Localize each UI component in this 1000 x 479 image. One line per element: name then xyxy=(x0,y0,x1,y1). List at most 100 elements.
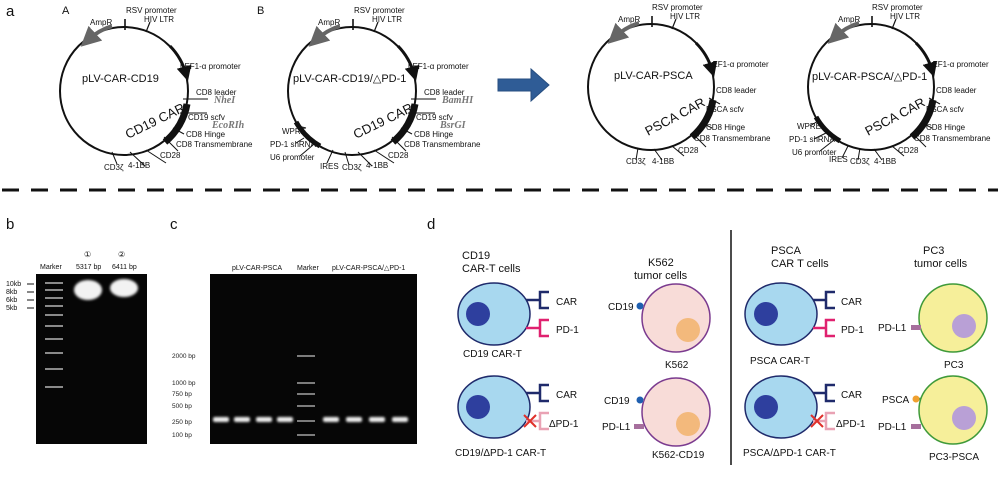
plasmid-map-3: AmpR RSV promoter HIV LTR hEF1-α promote… xyxy=(587,3,771,166)
gel-c-image xyxy=(210,274,417,444)
promoter-arrow xyxy=(168,44,192,82)
label-hiv: HIV LTR xyxy=(144,15,174,24)
gel-b-marker-label: Marker xyxy=(40,264,62,271)
label-cd28: CD28 xyxy=(898,146,919,155)
ampr-arrow xyxy=(827,21,860,44)
promoter-arrow xyxy=(694,41,718,78)
gel-c: pLV-CAR-PSCA Marker pLV-CAR-PSCA/△PD-1 2… xyxy=(172,265,417,444)
title-pc3-2: tumor cells xyxy=(914,258,968,270)
label-hef: hEF1-α promoter xyxy=(180,62,241,71)
gel-c-ladder-100: 100 bp xyxy=(172,432,192,439)
label-hiv: HIV LTR xyxy=(890,12,920,21)
cell-k562 xyxy=(636,283,711,353)
gel-c-bands xyxy=(213,417,408,422)
title-k562-1: K562 xyxy=(648,257,674,269)
label-cd3z: CD3ζ xyxy=(104,163,124,172)
cross-icon xyxy=(523,414,537,428)
label-scfv: CD19 scfv xyxy=(188,113,225,122)
caption-psca-dpd1-cart: PSCA/ΔPD-1 CAR-T xyxy=(743,448,836,459)
gel-b-ladder-10kb: 10kb xyxy=(6,281,21,288)
plasmid-map-1: AmpR RSV promoter HIV LTR hEF1-α promote… xyxy=(59,6,253,172)
title-psca-cart-2: CAR T cells xyxy=(771,258,829,270)
label-car-1: CAR xyxy=(556,297,577,308)
label-cd3z: CD3ζ xyxy=(850,157,870,166)
ampr-arrow xyxy=(80,24,113,47)
label-rsv: RSV promoter xyxy=(354,6,405,15)
label-cd8-tm: CD8 Transmembrane xyxy=(694,134,771,143)
plasmid-map-4: AmpR RSV promoter HIV LTR hEF1-α promote… xyxy=(789,3,991,166)
label-cd19-2: CD19 xyxy=(604,396,630,407)
label-wpre: WPRE xyxy=(797,122,821,131)
promoter-arrow xyxy=(914,41,938,78)
label-u6: U6 promoter xyxy=(792,148,837,157)
title-k562-2: tumor cells xyxy=(634,270,688,282)
label-cd8-leader: CD8 leader xyxy=(716,86,757,95)
cell-psca-cart xyxy=(744,282,835,346)
label-cd3z: CD3ζ xyxy=(342,163,362,172)
gel-c-marker-lane xyxy=(297,355,315,436)
ampr-arrow xyxy=(308,24,341,47)
label-scfv: PSCA scfv xyxy=(706,105,744,114)
label-rsv: RSV promoter xyxy=(126,6,177,15)
gel-b-band-2 xyxy=(110,279,138,297)
gel-c-ladder-250: 250 bp xyxy=(172,419,192,426)
promoter-arrow xyxy=(396,44,420,82)
label-cd8-tm: CD8 Transmembrane xyxy=(176,140,253,149)
title-psca-cart-1: PSCA xyxy=(771,245,802,257)
cell-cd19-cart xyxy=(457,282,549,346)
caption-k562-cd19: K562-CD19 xyxy=(652,450,705,461)
caption-k562: K562 xyxy=(665,360,689,371)
label-cd8-tm: CD8 Transmembrane xyxy=(404,140,481,149)
gel-b-image xyxy=(36,274,147,444)
gel-b: Marker ① 5317 bp ② 6411 bp 10kb 8kb 6kb … xyxy=(6,250,147,444)
label-dpd1-2: ΔPD-1 xyxy=(836,419,866,430)
panel-label-c: c xyxy=(170,216,178,233)
label-dpd1-1: ΔPD-1 xyxy=(549,419,579,430)
label-pdl1-2: PD-L1 xyxy=(878,323,907,334)
car-label: CD19 CAR xyxy=(351,100,415,142)
label-scfv: CD19 scfv xyxy=(416,113,453,122)
label-site1: NheI xyxy=(213,95,236,106)
label-u6: U6 promoter xyxy=(270,153,315,162)
gel-b-band-1 xyxy=(74,280,102,300)
gel-c-label-right: pLV-CAR-PSCA/△PD-1 xyxy=(332,265,405,272)
gel-b-marker-lane xyxy=(45,282,63,388)
cell-psca-dpd1-cart xyxy=(744,375,835,439)
gel-b-ladder-6kb: 6kb xyxy=(6,297,17,304)
label-car-3: CAR xyxy=(841,297,862,308)
label-pd1-1: PD-1 xyxy=(556,325,579,336)
gel-b-lane1-size: 5317 bp xyxy=(76,264,101,271)
label-4-1bb: 4-1BB xyxy=(366,161,388,170)
plasmid-name-1: pLV-CAR-CD19 xyxy=(82,73,159,85)
gel-b-lane2-size: 6411 bp xyxy=(112,264,137,271)
caption-psca-cart: PSCA CAR-T xyxy=(750,356,810,367)
label-hiv: HIV LTR xyxy=(670,12,700,21)
label-shrna: PD-1 shRNA xyxy=(270,140,316,149)
title-cd19-cart-1: CD19 xyxy=(462,250,490,262)
label-pdl1-1: PD-L1 xyxy=(602,422,631,433)
caption-cd19-dpd1-cart: CD19/ΔPD-1 CAR-T xyxy=(455,448,546,459)
gel-c-ladder-750: 750 bp xyxy=(172,391,192,398)
label-cd8-hinge: CD8 Hinge xyxy=(414,130,454,139)
label-cd8-hinge: CD8 Hinge xyxy=(706,123,746,132)
label-shrna: PD-1 shRNA xyxy=(789,135,835,144)
label-ires: IRES xyxy=(320,162,339,171)
panel-label-B: B xyxy=(257,5,264,17)
cross-icon xyxy=(810,414,824,428)
cell-pc3 xyxy=(911,283,988,353)
shrna-segment xyxy=(813,115,842,144)
label-ampr: AmpR xyxy=(318,18,340,27)
cell-pc3-psca xyxy=(911,375,988,445)
label-cd28: CD28 xyxy=(388,151,409,160)
cell-k562-cd19 xyxy=(634,377,711,447)
panel-label-a: a xyxy=(6,3,15,20)
plasmid-map-2: AmpR RSV promoter HIV LTR hEF1-α promote… xyxy=(270,6,481,172)
panel-label-A: A xyxy=(62,5,70,17)
label-site2: BsrGI xyxy=(439,120,467,131)
gel-b-ladder-5kb: 5kb xyxy=(6,305,17,312)
label-cd8-hinge: CD8 Hinge xyxy=(186,130,226,139)
label-car-2: CAR xyxy=(556,390,577,401)
label-hef: hEF1-α promoter xyxy=(408,62,469,71)
label-car-4: CAR xyxy=(841,390,862,401)
